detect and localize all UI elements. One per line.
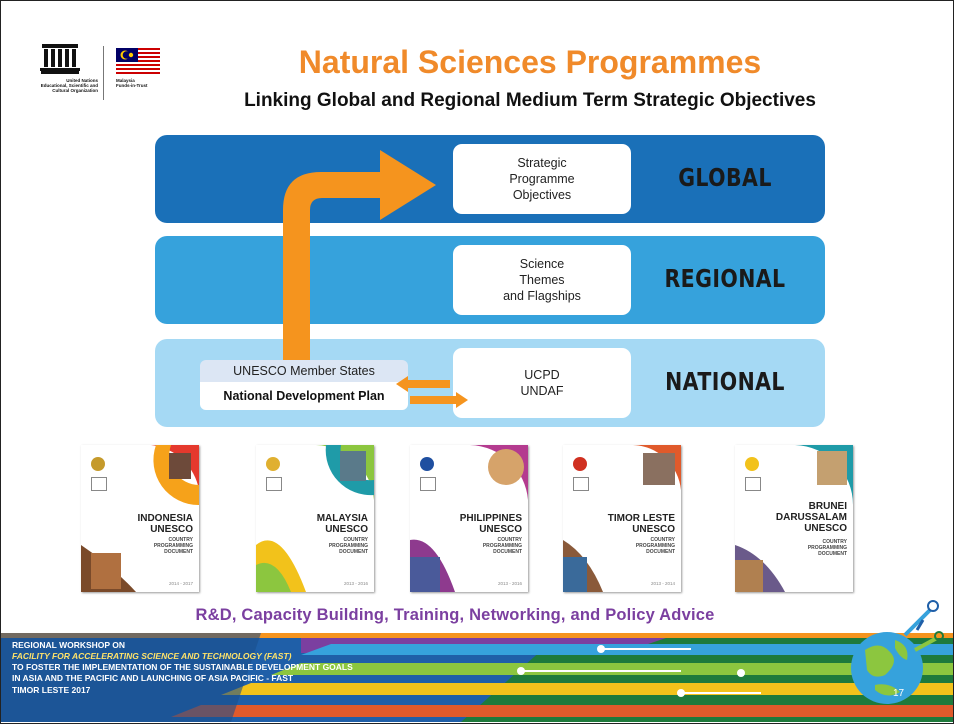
document-subtitle: COUNTRY PROGRAMMING DOCUMENT [482, 537, 522, 555]
document-subtitle: COUNTRY PROGRAMMING DOCUMENT [635, 537, 675, 555]
indonesia-emblem-icon [91, 457, 105, 471]
document-brunei: BRUNEI DARUSSALAM UNESCO COUNTRY PROGRAM… [735, 445, 853, 592]
document-years: 2014 - 2017 [168, 581, 193, 586]
tier-label-regional: REGIONAL [664, 264, 786, 293]
document-indonesia: INDONESIA UNESCO COUNTRY PROGRAMMING DOC… [81, 445, 199, 592]
malaysia-emblem-icon [266, 457, 280, 471]
footer-line-4: IN ASIA AND THE PACIFIC AND LAUNCHING OF… [12, 673, 294, 683]
fast-globe-logo [851, 600, 944, 704]
timor-emblem-icon [573, 457, 587, 471]
document-malaysia: MALAYSIA UNESCO COUNTRY PROGRAMMING DOCU… [256, 445, 374, 592]
unesco-mini-logo [266, 477, 282, 491]
brunei-emblem-icon [745, 457, 759, 471]
slide-subtitle: Linking Global and Regional Medium Term … [244, 90, 816, 111]
global-objectives-box: Strategic Programme Objectives [453, 144, 631, 214]
document-subtitle: COUNTRY PROGRAMMING DOCUMENT [328, 537, 368, 555]
document-title: MALAYSIA UNESCO [316, 513, 368, 535]
tier-label-global: GLOBAL [678, 163, 772, 192]
footer-line-1: REGIONAL WORKSHOP ON [12, 640, 126, 650]
page-number: 17 [893, 688, 905, 699]
document-years: 2013 - 2014 [650, 581, 675, 586]
document-years: 2013 - 2016 [343, 581, 368, 586]
unesco-name: United Nations Educational, Scientific a… [40, 78, 98, 93]
malaysia-fit-text: Malaysia Funds-in-Trust [116, 78, 148, 88]
unesco-temple-logo [40, 44, 80, 74]
logo-divider [103, 46, 104, 100]
unesco-mini-logo [420, 477, 436, 491]
document-title: PHILIPPINES UNESCO [459, 513, 522, 535]
document-philippines: PHILIPPINES UNESCO COUNTRY PROGRAMMING D… [410, 445, 528, 592]
member-states-label: UNESCO Member States [200, 360, 408, 382]
document-title: TIMOR LESTE UNESCO [607, 513, 675, 535]
document-title: INDONESIA UNESCO [137, 513, 193, 535]
footer-line-5: TIMOR LESTE 2017 [12, 685, 91, 695]
services-caption: R&D, Capacity Building, Training, Networ… [195, 606, 715, 624]
tier-label-national: NATIONAL [665, 367, 785, 396]
logo-block: United Nations Educational, Scientific a… [28, 40, 178, 104]
bidirectional-arrows-icon [396, 376, 468, 408]
regional-themes-box: Science Themes and Flagships [453, 245, 631, 315]
national-development-plan: National Development Plan [200, 382, 408, 410]
document-timor-leste: TIMOR LESTE UNESCO COUNTRY PROGRAMMING D… [563, 445, 681, 592]
footer-line-2: FACILITY FOR ACCELERATING SCIENCE AND TE… [12, 651, 292, 661]
malaysia-flag-icon [116, 48, 160, 74]
document-subtitle: COUNTRY PROGRAMMING DOCUMENT [807, 539, 847, 557]
document-years: 2013 - 2016 [497, 581, 522, 586]
unesco-mini-logo [573, 477, 589, 491]
national-ucpd-box: UCPD UNDAF [453, 348, 631, 418]
unesco-mini-logo [745, 477, 761, 491]
slide-title: Natural Sciences Programmes [298, 44, 762, 80]
document-subtitle: COUNTRY PROGRAMMING DOCUMENT [153, 537, 193, 555]
footer-line-3: TO FOSTER THE IMPLEMENTATION OF THE SUST… [12, 662, 353, 672]
document-title: BRUNEI DARUSSALAM UNESCO [775, 501, 847, 534]
philippines-emblem-icon [420, 457, 434, 471]
footer-banner [1, 633, 953, 722]
unesco-mini-logo [91, 477, 107, 491]
